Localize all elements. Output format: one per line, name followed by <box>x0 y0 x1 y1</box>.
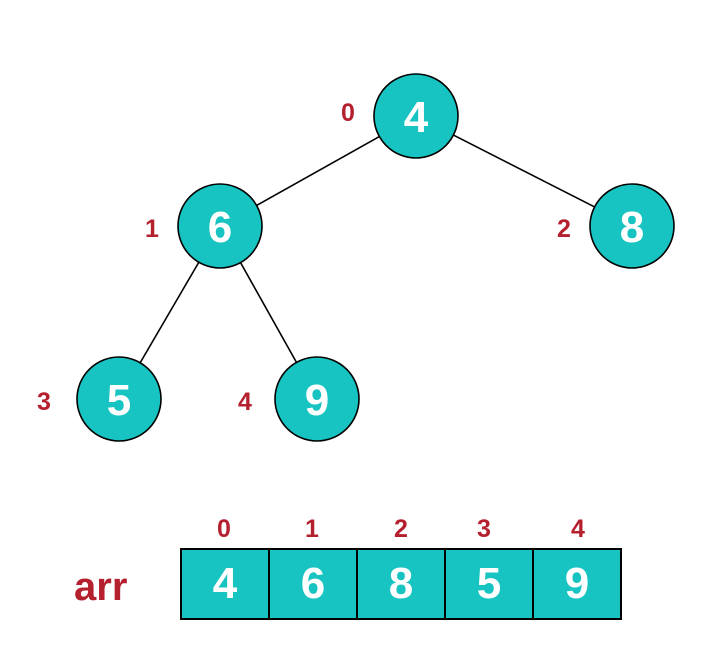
tree-node-value: 6 <box>208 203 232 252</box>
tree-node-index-label: 3 <box>37 388 51 416</box>
array-cells: 4 6 8 5 9 <box>180 548 622 620</box>
tree-node-circle <box>373 73 459 159</box>
array-cell-2: 8 <box>356 550 444 618</box>
array-cell-3: 5 <box>444 550 532 618</box>
array-label: arr <box>74 565 128 609</box>
tree-edge-1-3 <box>139 261 200 364</box>
tree-node-0: 40 <box>341 73 459 159</box>
tree-node-3: 53 <box>37 356 162 442</box>
array-cell-0: 4 <box>212 559 238 608</box>
array-index-0: 0 <box>217 515 231 543</box>
tree-node-index-label: 2 <box>557 215 571 243</box>
tree-node-value: 8 <box>620 203 644 252</box>
tree-node-value: 4 <box>404 93 429 142</box>
array-index-4: 4 <box>571 515 585 543</box>
tree-node-index-label: 0 <box>341 99 355 127</box>
tree-node-value: 9 <box>305 376 329 425</box>
array-index-1: 1 <box>305 515 319 543</box>
tree-edge-0-2 <box>453 134 595 208</box>
tree-edge-1-4 <box>239 262 298 363</box>
array-index-2: 2 <box>394 515 408 543</box>
array-cell-4: 9 <box>532 550 620 618</box>
tree-node-circle <box>274 356 360 442</box>
tree-edge-0-1 <box>256 135 380 207</box>
tree-node-4: 94 <box>238 356 360 442</box>
array-index-3: 3 <box>477 515 491 543</box>
tree-node-value: 5 <box>107 376 131 425</box>
tree-node-circle <box>76 356 162 442</box>
tree-node-2: 82 <box>557 183 675 269</box>
array-cell-1: 6 <box>268 550 356 618</box>
tree-node-index-label: 1 <box>145 215 159 243</box>
tree-node-1: 61 <box>145 183 263 269</box>
tree-node-circle <box>177 183 263 269</box>
tree-node-index-label: 4 <box>238 388 252 416</box>
tree-node-circle <box>589 183 675 269</box>
